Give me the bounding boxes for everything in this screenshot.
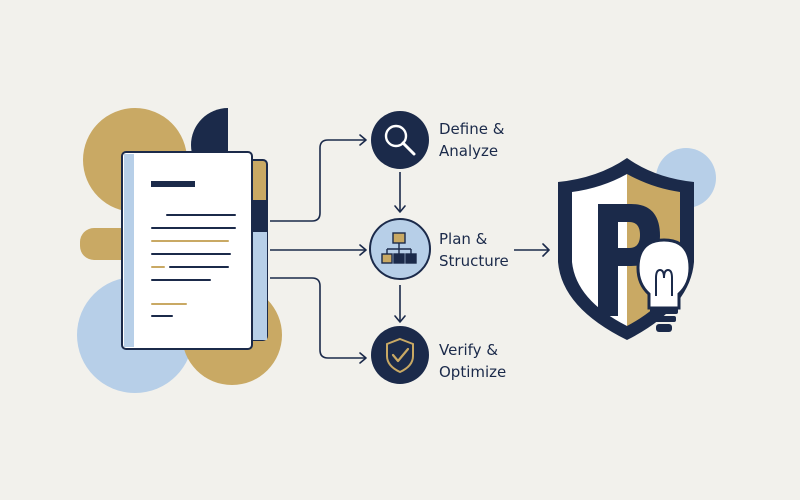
define-analyze-label: Define & Analyze bbox=[439, 118, 504, 162]
document-title-line bbox=[151, 181, 195, 187]
define-step-circle bbox=[371, 111, 429, 169]
arrowhead-verify bbox=[359, 352, 367, 364]
document-icon bbox=[121, 151, 268, 350]
define-label-line1: Define & bbox=[439, 120, 505, 138]
result-letter-p bbox=[598, 204, 660, 316]
document-text-lines bbox=[151, 214, 236, 317]
plan-label-line2: Structure bbox=[439, 252, 509, 270]
connector-to-verify bbox=[270, 277, 366, 359]
arrowhead-result bbox=[542, 243, 550, 257]
verify-label-line1: Verify & bbox=[439, 341, 499, 359]
document-blue-strip bbox=[253, 232, 267, 340]
lightbulb-icon bbox=[636, 238, 692, 332]
hierarchy-icon bbox=[369, 218, 431, 280]
arrowhead-define bbox=[359, 134, 367, 146]
document-page bbox=[121, 151, 253, 350]
plan-structure-label: Plan & Structure bbox=[439, 228, 509, 272]
connectors bbox=[270, 139, 549, 359]
document-left-strip bbox=[124, 154, 134, 347]
magnifier-icon bbox=[371, 111, 429, 169]
verify-step-circle bbox=[371, 326, 429, 384]
document-navy-tab bbox=[253, 200, 267, 232]
verify-optimize-label: Verify & Optimize bbox=[439, 339, 506, 383]
verify-label-line2: Optimize bbox=[439, 363, 507, 381]
plan-label-line1: Plan & bbox=[439, 230, 488, 248]
arrowheads bbox=[359, 134, 550, 364]
arrowhead-plan-to-verify bbox=[394, 315, 406, 323]
shield-check-icon bbox=[371, 326, 429, 384]
shield-p-lightbulb-icon bbox=[558, 158, 694, 340]
define-label-line2: Analyze bbox=[439, 142, 499, 160]
arrowhead-plan bbox=[359, 244, 367, 256]
connector-to-define bbox=[270, 139, 366, 222]
arrowhead-define-to-plan bbox=[394, 205, 406, 213]
